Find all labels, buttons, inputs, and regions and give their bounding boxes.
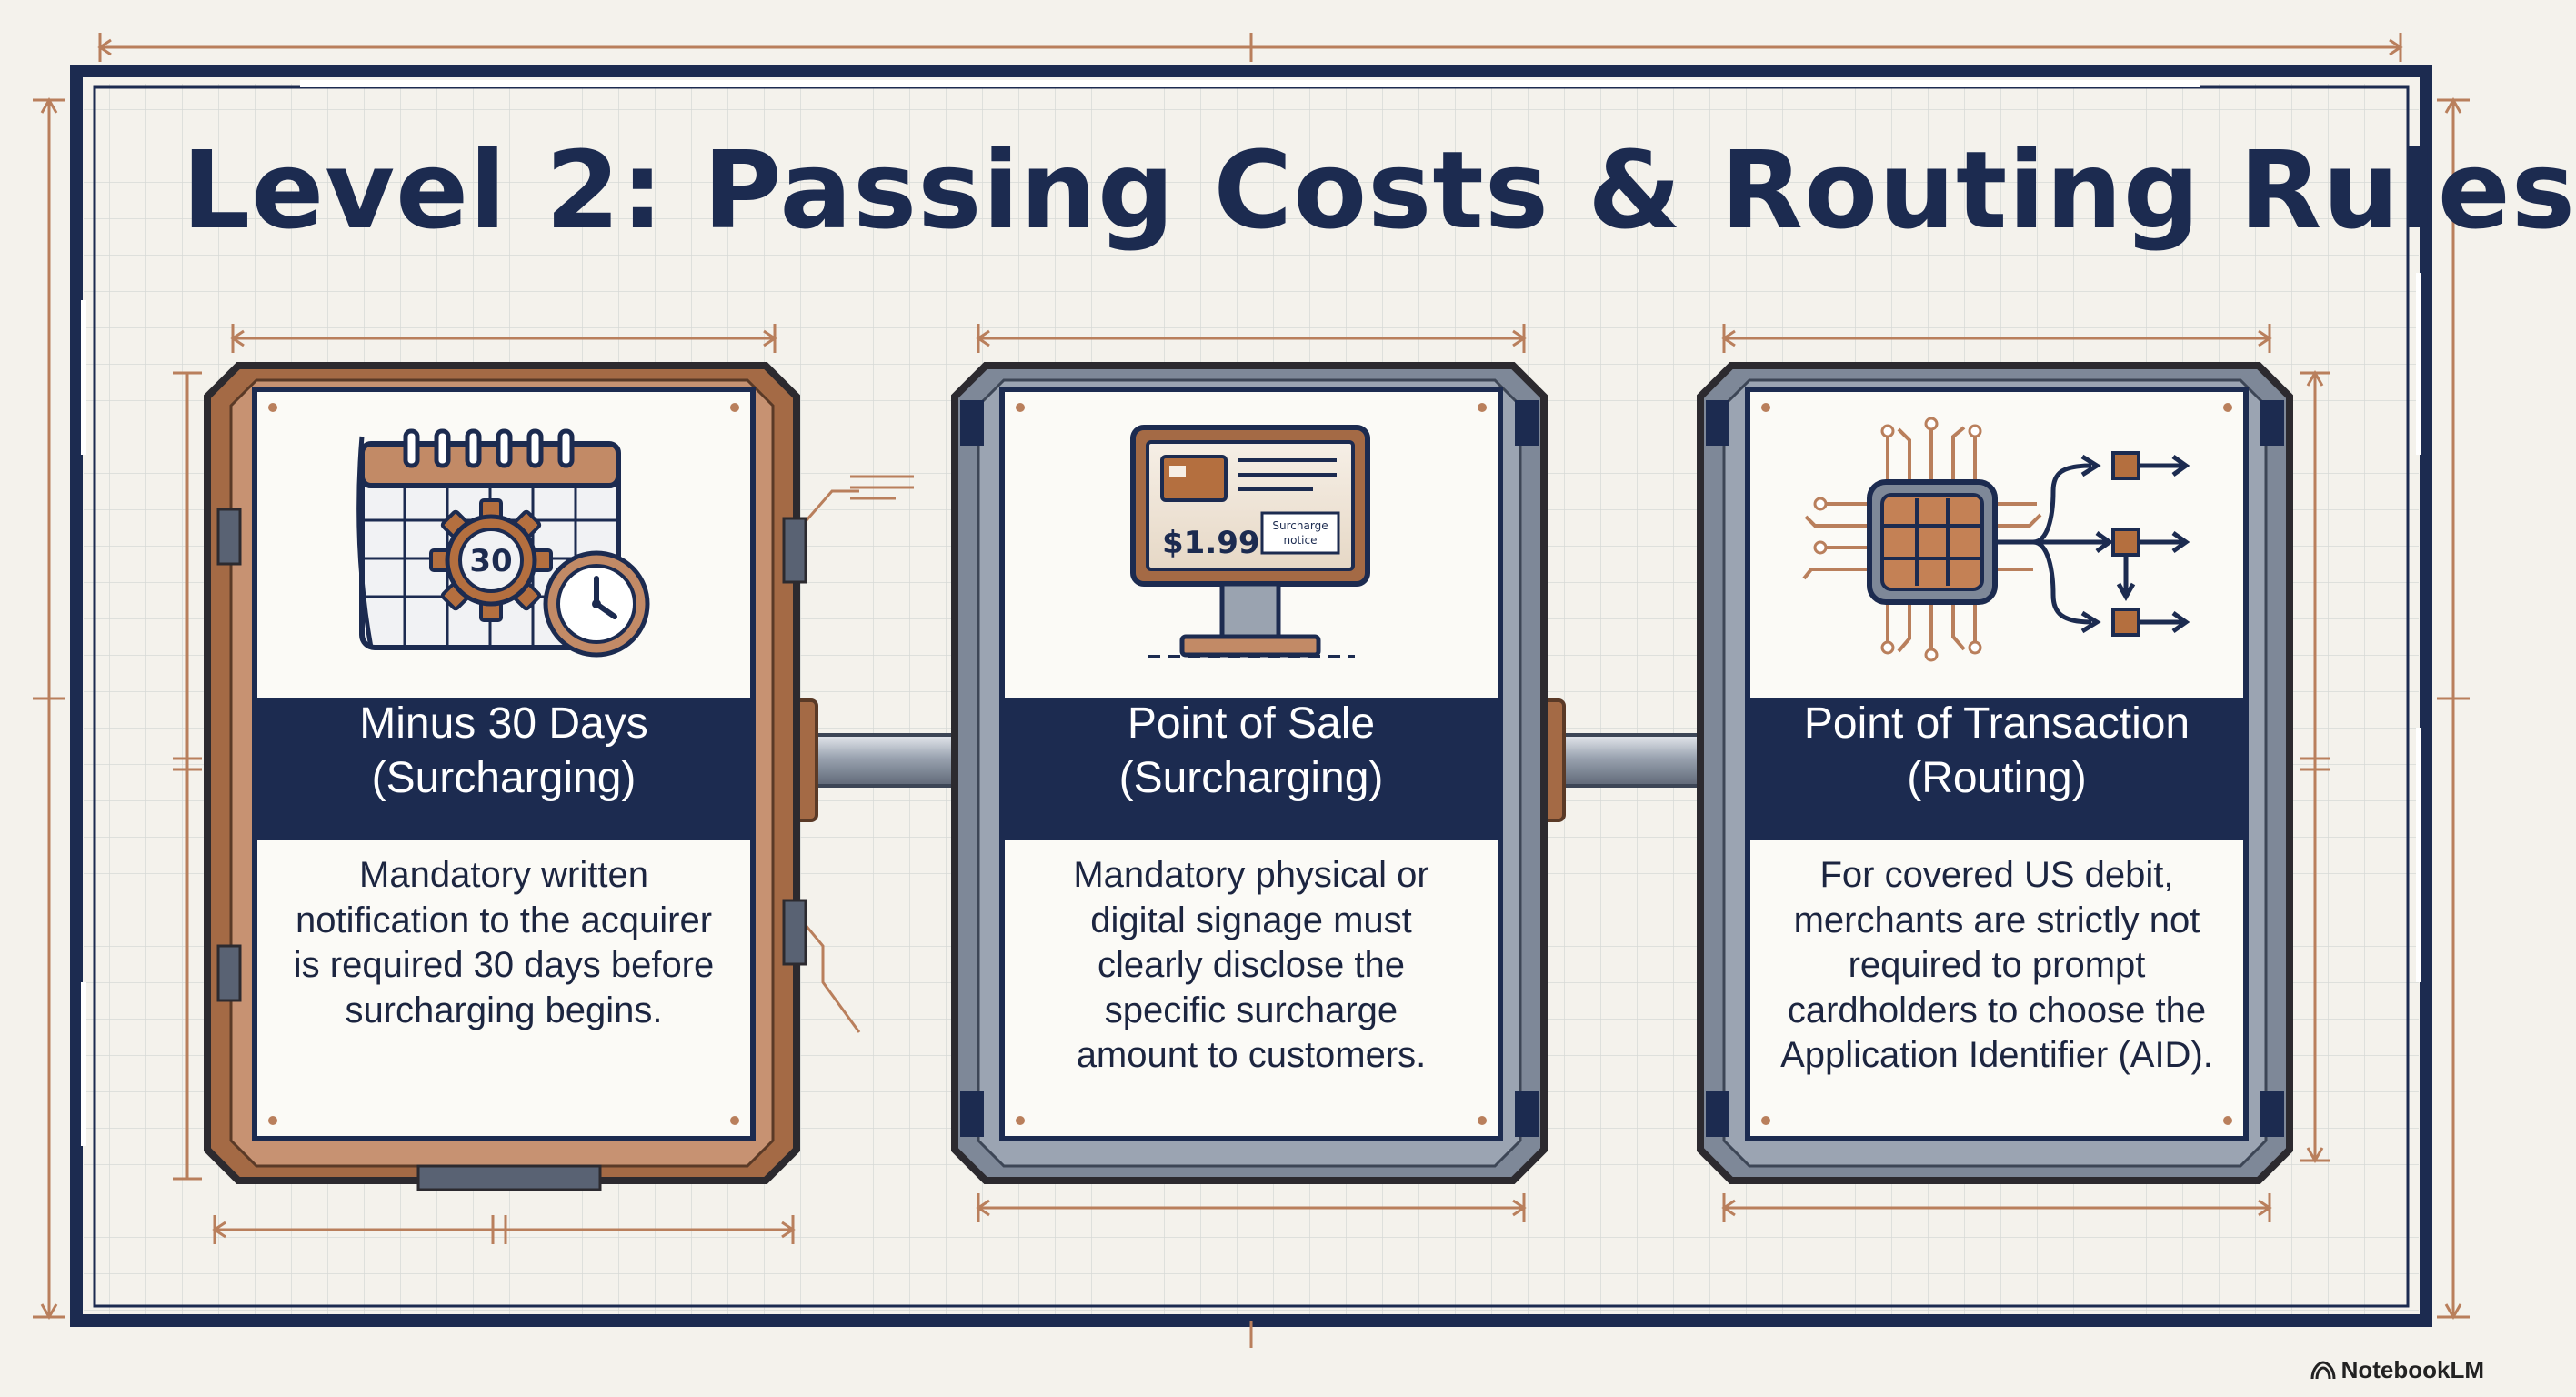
surcharge-notice-line-1: Surcharge (1272, 519, 1328, 532)
card-1-heading: Minus 30 Days (Surcharging) (359, 699, 648, 802)
price-text: $1.99 (1162, 525, 1260, 561)
card-2-heading: Point of Sale (Surcharging) (1118, 699, 1384, 802)
page-title: Level 2: Passing Costs & Routing Rules (182, 127, 2576, 253)
surcharge-notice-line-2: notice (1284, 534, 1318, 547)
dimension-lines (33, 33, 2470, 1348)
card-3-heading: Point of Transaction (Routing) (1803, 699, 2190, 802)
card-3-text: Point of Transaction (Routing) For cover… (1747, 697, 2247, 1075)
card-3-body: For covered US debit, merchants are stri… (1780, 855, 2213, 1076)
notebooklm-logo-icon (2310, 1360, 2336, 1379)
chip-routing-icon (1802, 417, 2190, 662)
notebooklm-brand: NotebookLM (2310, 1356, 2484, 1384)
blueprint-scene: 30 $1.99 Surcharge notice (33, 33, 2470, 1348)
calendar-day-text: 30 (469, 543, 512, 579)
card-2-text: Point of Sale (Surcharging) Mandatory ph… (1001, 697, 1501, 1075)
brand-name: NotebookLM (2340, 1356, 2484, 1383)
calendar-gear-clock-icon: 30 (356, 428, 650, 658)
card-2-body: Mandatory physical or digital signage mu… (1073, 855, 1429, 1076)
card-point-of-sale (951, 362, 1548, 1184)
pos-monitor-icon: $1.99 Surcharge notice (1130, 425, 1370, 658)
card-1-text: Minus 30 Days (Surcharging) Mandatory wr… (254, 697, 754, 1030)
card-1-body: Mandatory written notification to the ac… (293, 855, 715, 1030)
